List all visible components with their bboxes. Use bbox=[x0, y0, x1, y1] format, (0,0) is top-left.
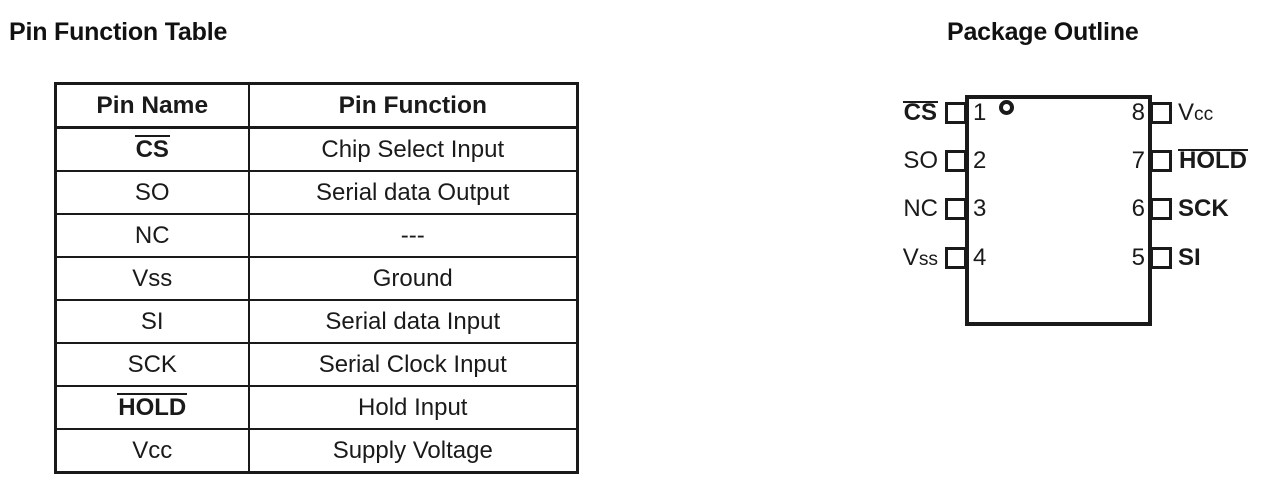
cell-pin-function: Supply Voltage bbox=[247, 428, 579, 474]
pin-number-3: 3 bbox=[973, 195, 987, 222]
pin-number-1: 1 bbox=[973, 99, 987, 126]
cell-pin-name: SCK bbox=[54, 342, 250, 387]
pin-label-cs: CS bbox=[860, 99, 939, 126]
pin-pad-6 bbox=[1150, 198, 1172, 220]
pin-name-cs: CS bbox=[134, 135, 171, 163]
pin-pad-7 bbox=[1150, 150, 1172, 172]
cell-pin-function: Serial data Output bbox=[247, 170, 579, 215]
table-row: SCK Serial Clock Input bbox=[54, 342, 579, 387]
pin-number-5: 5 bbox=[1131, 244, 1145, 271]
pin-number-7: 7 bbox=[1131, 147, 1145, 174]
cell-pin-name: Vcc bbox=[54, 428, 250, 474]
pin-label-hold: HOLD bbox=[1178, 147, 1248, 174]
cell-pin-function: Serial Clock Input bbox=[247, 342, 579, 387]
page-title-pin-function-table: Pin Function Table bbox=[9, 18, 228, 46]
pin-pad-3 bbox=[945, 198, 967, 220]
pin-name-hold: HOLD bbox=[117, 393, 188, 421]
cell-pin-function: Ground bbox=[247, 256, 579, 301]
page-title-package-outline: Package Outline bbox=[947, 18, 1139, 46]
pin-pad-4 bbox=[945, 247, 967, 269]
column-header-pin-name: Pin Name bbox=[54, 82, 250, 129]
pin-function-table: Pin Name Pin Function CS Chip Select Inp… bbox=[54, 82, 579, 474]
table-row: HOLD Hold Input bbox=[54, 385, 579, 430]
pin-number-4: 4 bbox=[973, 244, 987, 271]
pin-number-6: 6 bbox=[1131, 195, 1145, 222]
cell-pin-name: Vss bbox=[54, 256, 250, 301]
table-row: Vcc Supply Voltage bbox=[54, 428, 579, 474]
pin-pad-8 bbox=[1150, 102, 1172, 124]
cell-pin-name: HOLD bbox=[54, 385, 250, 430]
table-row: CS Chip Select Input bbox=[54, 126, 579, 172]
cell-pin-name: SO bbox=[54, 170, 250, 215]
pin-label-sck: SCK bbox=[1178, 195, 1229, 222]
cell-pin-function: --- bbox=[247, 213, 579, 258]
pin-label-vss: Vss bbox=[902, 244, 938, 271]
pin-label-nc: NC bbox=[903, 195, 938, 222]
pin-label-so: SO bbox=[903, 147, 938, 174]
pin-label-si: SI bbox=[1178, 244, 1201, 271]
table-row: Vss Ground bbox=[54, 256, 579, 301]
table-row: SO Serial data Output bbox=[54, 170, 579, 215]
cell-pin-function: Serial data Input bbox=[247, 299, 579, 344]
pin-label-hold-text: HOLD bbox=[1178, 147, 1248, 174]
pin-pad-5 bbox=[1150, 247, 1172, 269]
pin-pad-1 bbox=[945, 102, 967, 124]
pin-number-8: 8 bbox=[1131, 99, 1145, 126]
cell-pin-function: Hold Input bbox=[247, 385, 579, 430]
pin-number-2: 2 bbox=[973, 147, 987, 174]
table-row: SI Serial data Input bbox=[54, 299, 579, 344]
cell-pin-function: Chip Select Input bbox=[247, 126, 579, 172]
pin-function-table-body: CS Chip Select Input SO Serial data Outp… bbox=[54, 126, 579, 474]
pin-pad-2 bbox=[945, 150, 967, 172]
cell-pin-name: CS bbox=[54, 126, 250, 172]
table-row: NC --- bbox=[54, 213, 579, 258]
package-body-outline bbox=[965, 95, 1152, 326]
column-header-pin-function: Pin Function bbox=[247, 82, 579, 129]
package-outline-diagram: 1 CS 2 SO 3 NC 4 Vss 8 Vcc 7 HOLD 6 SCK … bbox=[860, 80, 1270, 360]
pin-1-marker-dot-icon bbox=[999, 100, 1014, 115]
cell-pin-name: SI bbox=[54, 299, 250, 344]
pin-label-vcc: Vcc bbox=[1178, 99, 1214, 126]
table-header-row: Pin Name Pin Function bbox=[54, 82, 579, 129]
cell-pin-name: NC bbox=[54, 213, 250, 258]
pin-label-cs-text: CS bbox=[902, 99, 939, 126]
